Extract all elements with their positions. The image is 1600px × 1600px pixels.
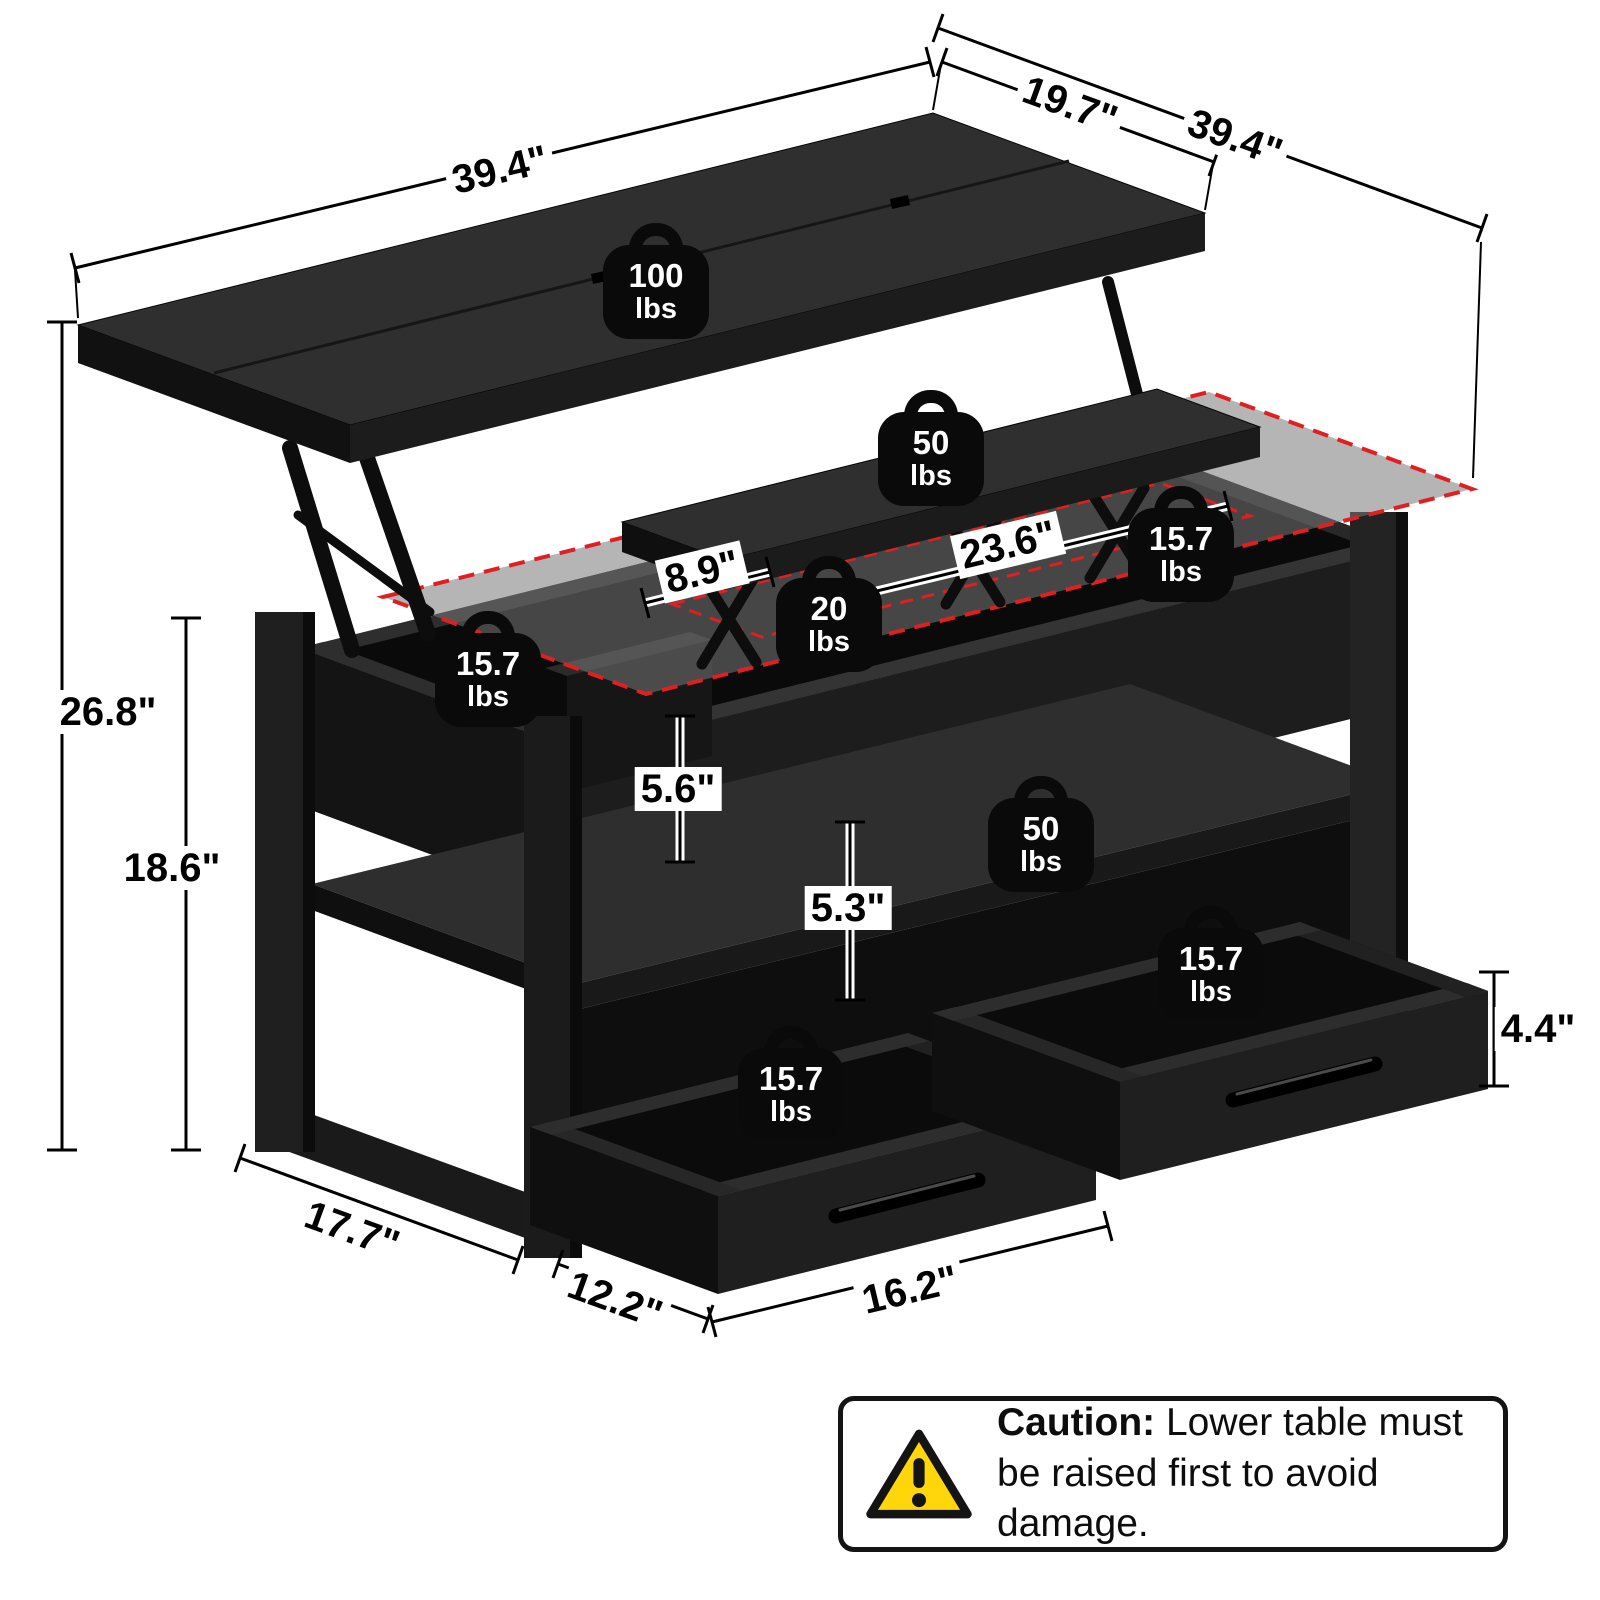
open-shelf [312,684,1398,983]
kettlebell-body-icon: 15.7 lbs [1158,928,1264,1022]
weight-value: 50 [1022,810,1060,848]
drawer-handle [1225,1056,1383,1108]
weight-value: 15.7 [455,645,521,683]
weight-unit: lbs [1190,976,1232,1009]
dim-drawer-height: 4.4" [1494,1007,1582,1051]
weight-badge-right-frame: 15.7 lbs [1128,486,1234,602]
hinge [890,195,910,209]
weight-unit: lbs [910,460,952,493]
dim-total-height: 26.8" [53,690,163,734]
dim-shelf-clearance: 5.3" [804,886,892,930]
kettlebell-body-icon: 15.7 lbs [738,1048,844,1142]
caution-box: Caution: Lower table must be raised firs… [838,1396,1508,1552]
dim-lower-height: 18.6" [117,846,227,890]
caution-message: Lower table must be raised first to avoi… [997,1400,1463,1546]
kettlebell-body-icon: 20 lbs [776,578,882,672]
weight-badge-left-compartment: 15.7 lbs [435,611,541,727]
weight-unit: lbs [1020,846,1062,879]
weight-badge-left-drawer: 15.7 lbs [738,1026,844,1142]
weight-unit: lbs [808,626,850,659]
weight-value: 100 [628,257,684,295]
drawer-handle [828,1172,986,1224]
weight-badge-lift-panel: 50 lbs [878,390,984,506]
kettlebell-body-icon: 15.7 lbs [435,633,541,727]
weight-value: 15.7 [758,1060,824,1098]
weight-value: 15.7 [1178,940,1244,978]
weight-unit: lbs [467,681,509,714]
warning-icon [866,1429,972,1519]
dim-inner-height: 5.6" [634,767,722,811]
weight-badge-shelf: 50 lbs [988,776,1094,892]
weight-value: 50 [912,424,950,462]
kettlebell-body-icon: 50 lbs [878,412,984,506]
weight-value: 20 [810,590,848,628]
weight-badge-right-drawer: 15.7 lbs [1158,906,1264,1022]
caution-text: Caution: Lower table must be raised firs… [997,1398,1477,1550]
weight-value: 15.7 [1148,520,1214,558]
caution-label: Caution: [997,1400,1156,1444]
weight-badge-tabletop: 100 lbs [603,223,709,339]
kettlebell-body-icon: 100 lbs [603,245,709,339]
weight-unit: lbs [635,293,677,326]
weight-unit: lbs [770,1096,812,1129]
kettlebell-body-icon: 50 lbs [988,798,1094,892]
weight-badge-middle-compartment: 20 lbs [776,556,882,672]
weight-unit: lbs [1160,556,1202,589]
kettlebell-body-icon: 15.7 lbs [1128,508,1234,602]
